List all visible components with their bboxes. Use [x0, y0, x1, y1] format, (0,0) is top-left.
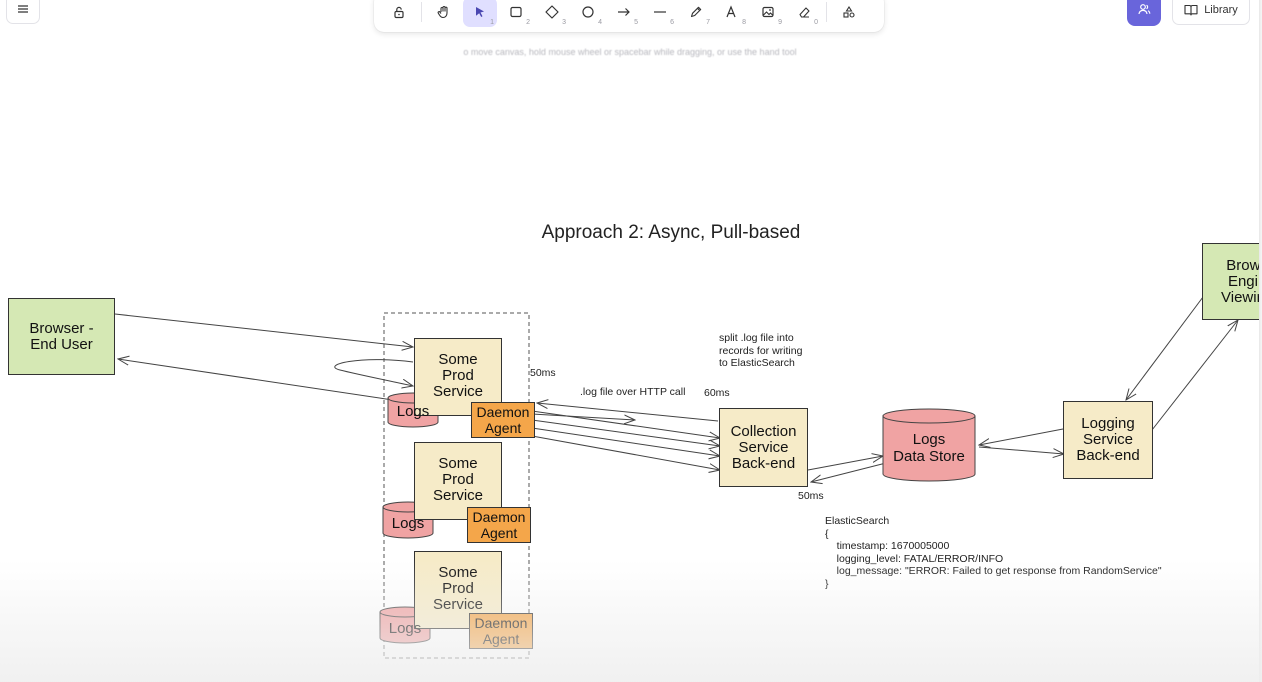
tool-shortcut: 2: [526, 19, 530, 26]
arrow-daemon-http-short: [531, 413, 635, 420]
tool-image[interactable]: 9: [751, 0, 785, 27]
tool-shortcut: 6: [670, 19, 674, 26]
logs-data-store-label: Logs Data Store: [893, 431, 965, 465]
canvas-hint-text: o move canvas, hold mouse wheel or space…: [463, 47, 797, 57]
tool-selection[interactable]: 1: [463, 0, 497, 27]
daemon-agent-box-1: Daemon Agent: [471, 402, 535, 438]
tool-extra[interactable]: [832, 0, 866, 27]
arrow-engineer-to-logging: [1126, 296, 1204, 400]
browser-engineer-box: Brows Engin Viewing: [1202, 243, 1262, 320]
hand-icon: [437, 5, 448, 19]
http-call-label: .log file over HTTP call: [580, 386, 686, 398]
logs-label-3: Logs: [388, 620, 422, 637]
arrow-collection-to-store: [807, 456, 883, 471]
arrow-logging-to-engineer: [1151, 320, 1238, 431]
daemon-agent-box-3: Daemon Agent: [469, 613, 533, 649]
diamond-icon: [545, 5, 559, 19]
tool-shortcut: 9: [778, 19, 782, 26]
arrow-store-to-logging: [978, 446, 1064, 454]
tool-eraser[interactable]: 0: [787, 0, 821, 27]
pencil-icon: [690, 6, 702, 18]
arrow-daemon-to-collection-3: [531, 427, 720, 456]
latency-50ms-top-label: 50ms: [530, 367, 556, 379]
tool-shortcut: 1: [490, 19, 494, 26]
hamburger-icon: [18, 5, 28, 13]
arrow-service-loop: [334, 359, 413, 386]
pointer-icon: [476, 7, 484, 17]
logs-label-1: Logs: [396, 403, 430, 420]
tool-arrow[interactable]: 5: [607, 0, 641, 27]
collection-service-box: Collection Service Back-end: [719, 408, 808, 487]
users-icon: [1138, 4, 1151, 15]
tool-shortcut: 0: [814, 19, 818, 26]
tool-rectangle[interactable]: 2: [499, 0, 533, 27]
arrow-daemon-to-collection-4: [531, 435, 720, 470]
extra-tools-icon: [843, 5, 855, 18]
arrow-icon: [618, 8, 630, 16]
arrow-service-to-user: [118, 359, 414, 404]
library-label: Library: [1204, 3, 1238, 16]
tool-text[interactable]: 8: [715, 0, 749, 27]
latency-60ms-label: 60ms: [704, 387, 730, 399]
tool-shortcut: 3: [562, 19, 566, 26]
logging-service-box: Logging Service Back-end: [1063, 401, 1153, 479]
arrow-collection-to-daemon: [537, 403, 719, 422]
lock-icon: [394, 6, 404, 19]
latency-50ms-bottom-label: 50ms: [798, 490, 824, 502]
toolbar: 1 2 3 4 5 6 7 8 9 0: [374, 0, 884, 32]
ellipse-icon: [582, 6, 594, 18]
tool-line[interactable]: 6: [643, 0, 677, 27]
main-menu-button[interactable]: [6, 0, 40, 24]
tool-hand[interactable]: [427, 0, 461, 27]
tool-draw[interactable]: 7: [679, 0, 713, 27]
logs-label-2: Logs: [391, 515, 425, 532]
browser-end-user-box: Browser - End User: [8, 298, 115, 375]
arrow-logging-to-store: [979, 428, 1064, 445]
tool-shortcut: 4: [598, 19, 602, 26]
split-log-note: split .log file into records for writing…: [719, 332, 803, 369]
rectangle-icon: [510, 6, 522, 18]
text-icon: [726, 5, 736, 18]
image-icon: [762, 6, 774, 18]
elasticsearch-record-note: ElasticSearch { timestamp: 1670005000 lo…: [825, 515, 1162, 590]
canvas-edge: [1259, 0, 1262, 682]
collaborate-button[interactable]: [1127, 0, 1161, 26]
toolbar-divider: [421, 2, 422, 22]
book-icon: [1184, 4, 1198, 16]
tool-ellipse[interactable]: 4: [571, 0, 605, 27]
arrow-user-to-service: [114, 313, 413, 347]
daemon-agent-box-2: Daemon Agent: [467, 507, 531, 543]
diagram-title: Approach 2: Async, Pull-based: [541, 222, 801, 243]
arrow-daemon-to-collection-2: [531, 419, 720, 446]
toolbar-divider: [826, 2, 827, 22]
tool-diamond[interactable]: 3: [535, 0, 569, 27]
tool-shortcut: 8: [742, 19, 746, 26]
logs-data-store-cylinder: [882, 408, 976, 482]
library-button[interactable]: Library: [1172, 0, 1250, 25]
arrow-daemon-to-collection-1: [531, 410, 720, 438]
eraser-icon: [799, 7, 810, 18]
tool-shortcut: 5: [634, 19, 638, 26]
tool-shortcut: 7: [706, 19, 710, 26]
line-icon: [654, 11, 666, 13]
arrow-store-to-collection: [811, 462, 887, 482]
tool-lock[interactable]: [382, 0, 416, 27]
